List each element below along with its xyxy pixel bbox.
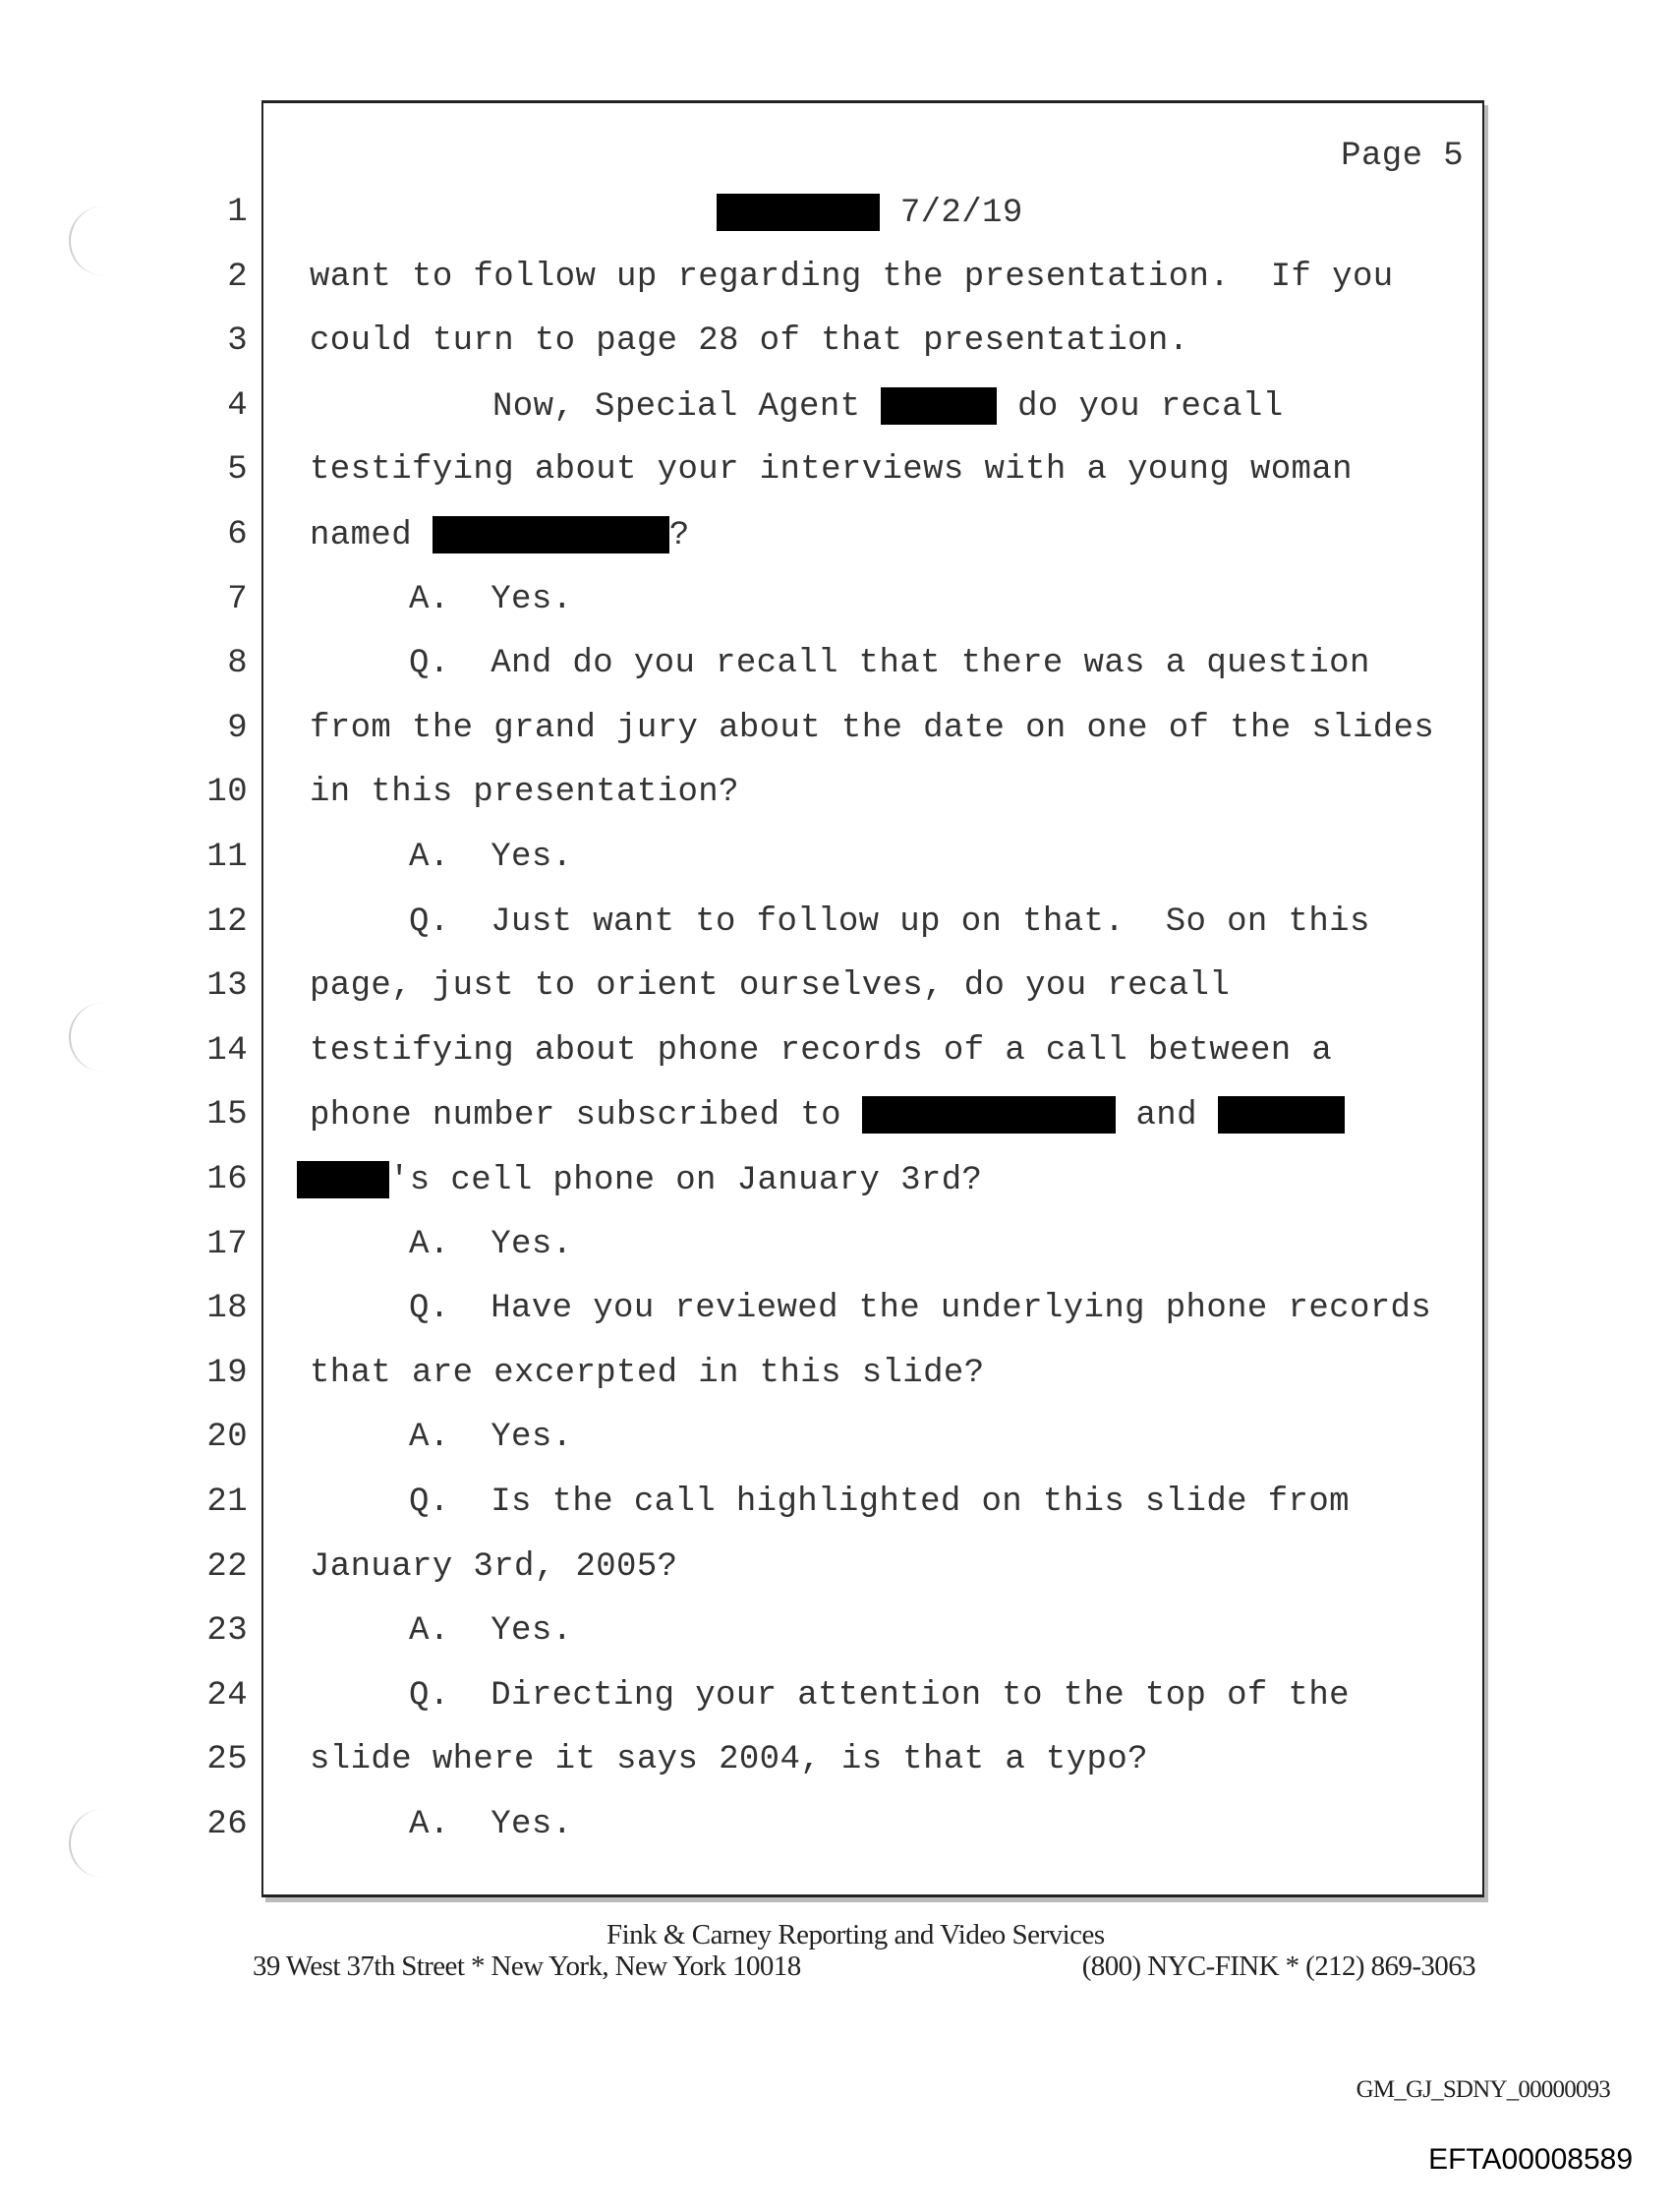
transcript-line: in this presentation? bbox=[310, 774, 739, 811]
line-text: January 3rd, 2005? bbox=[310, 1547, 678, 1586]
line-text: do you recall bbox=[997, 387, 1284, 426]
line-text: A. Yes. bbox=[409, 1612, 573, 1651]
line-text: in this presentation? bbox=[310, 774, 739, 812]
line-number: 18 bbox=[206, 1290, 248, 1328]
line-text: Q. Directing your attention to the top o… bbox=[409, 1676, 1350, 1715]
transcript-line: A. Yes. bbox=[409, 1612, 572, 1650]
line-number: 10 bbox=[206, 774, 248, 812]
transcript-line: testifying about phone records of a call… bbox=[310, 1032, 1332, 1070]
transcript-page-frame bbox=[261, 100, 1484, 1897]
line-number: 23 bbox=[206, 1612, 248, 1651]
transcript-line: Q. Just want to follow up on that. So on… bbox=[409, 903, 1370, 941]
line-number: 6 bbox=[227, 516, 248, 553]
transcript-line: could turn to page 28 of that presentati… bbox=[310, 322, 1189, 360]
transcript-line: Q. And do you recall that there was a qu… bbox=[409, 645, 1370, 682]
bates-number: GM_GJ_SDNY_00000093 bbox=[1356, 2076, 1611, 2103]
efta-number: EFTA00008589 bbox=[1428, 2143, 1633, 2176]
line-text: 's cell phone on January 3rd? bbox=[389, 1161, 983, 1199]
transcript-line: testifying about your interviews with a … bbox=[310, 451, 1353, 489]
line-number: 12 bbox=[206, 902, 248, 941]
line-text: Q. Have you reviewed the underlying phon… bbox=[409, 1290, 1432, 1328]
line-number: 2 bbox=[227, 258, 248, 296]
transcript-line: January 3rd, 2005? bbox=[310, 1548, 677, 1586]
footer-company: Fink & Carney Reporting and Video Servic… bbox=[606, 1919, 1105, 1950]
line-number: 22 bbox=[206, 1547, 248, 1586]
transcript-line: A. Yes. bbox=[409, 1806, 572, 1843]
line-text: Now, Special Agent bbox=[492, 387, 882, 426]
line-text: ? bbox=[668, 516, 690, 554]
line-text: phone number subscribed to bbox=[310, 1097, 862, 1135]
line-number: 16 bbox=[206, 1161, 248, 1198]
line-number: 7 bbox=[227, 580, 248, 618]
transcript-line: that are excerpted in this slide? bbox=[310, 1355, 985, 1392]
line-number: 15 bbox=[206, 1096, 248, 1135]
line-number: 13 bbox=[206, 967, 248, 1006]
line-text: slide where it says 2004, is that a typo… bbox=[310, 1741, 1148, 1779]
transcript-line: 's cell phone on January 3rd? bbox=[297, 1161, 982, 1199]
transcript-line: slide where it says 2004, is that a typo… bbox=[310, 1741, 1148, 1778]
redaction-block bbox=[297, 1161, 389, 1198]
line-text: page, just to orient ourselves, do you r… bbox=[310, 967, 1231, 1006]
transcript-line: Q. Directing your attention to the top o… bbox=[409, 1677, 1350, 1715]
redaction-block bbox=[861, 1096, 1116, 1135]
line-text: Q. And do you recall that there was a qu… bbox=[409, 645, 1370, 683]
transcript-line: A. Yes. bbox=[409, 581, 572, 618]
line-number: 20 bbox=[206, 1419, 248, 1457]
line-text: want to follow up regarding the presenta… bbox=[310, 258, 1394, 296]
redaction-block bbox=[1217, 1096, 1345, 1135]
line-number: 4 bbox=[227, 386, 248, 425]
line-number: 8 bbox=[227, 645, 248, 683]
footer-address: 39 West 37th Street * New York, New York… bbox=[253, 1950, 801, 1982]
line-number: 25 bbox=[206, 1741, 248, 1779]
transcript-line: Q. Have you reviewed the underlying phon… bbox=[409, 1290, 1431, 1327]
line-number: 3 bbox=[227, 322, 248, 361]
transcript-line: from the grand jury about the date on on… bbox=[310, 710, 1434, 747]
redaction-block bbox=[717, 194, 880, 231]
line-text: Q. Is the call highlighted on this slide… bbox=[409, 1484, 1350, 1521]
transcript-line: phone number subscribed to and bbox=[310, 1096, 1345, 1135]
transcript-line: 7/2/19 bbox=[717, 194, 1023, 232]
line-number: 1 bbox=[227, 194, 248, 231]
redaction-block bbox=[881, 386, 998, 425]
line-number: 21 bbox=[206, 1484, 248, 1521]
transcript-line: Q. Is the call highlighted on this slide… bbox=[409, 1484, 1350, 1521]
transcript-line: want to follow up regarding the presenta… bbox=[310, 259, 1394, 296]
footer-phone: (800) NYC-FINK * (212) 869-3063 bbox=[1081, 1950, 1476, 1982]
transcript-line: named ? bbox=[310, 516, 690, 554]
transcript-line: page, just to orient ourselves, do you r… bbox=[310, 967, 1230, 1005]
line-number: 24 bbox=[206, 1676, 248, 1715]
transcript-line: A. Yes. bbox=[409, 839, 572, 876]
line-number: 14 bbox=[206, 1031, 248, 1070]
punch-hole bbox=[69, 206, 110, 275]
line-number: 11 bbox=[206, 839, 248, 876]
line-text: testifying about your interviews with a … bbox=[310, 451, 1353, 490]
line-text: A. Yes. bbox=[409, 1419, 573, 1457]
line-text: Q. Just want to follow up on that. So on… bbox=[409, 902, 1370, 941]
line-text: A. Yes. bbox=[409, 1225, 573, 1263]
page-number: Page 5 bbox=[1341, 138, 1464, 175]
line-text: 7/2/19 bbox=[899, 194, 1023, 232]
redaction-block bbox=[432, 516, 669, 553]
line-number: 19 bbox=[206, 1354, 248, 1392]
line-number: 5 bbox=[227, 451, 248, 490]
line-number: 17 bbox=[206, 1225, 248, 1263]
transcript-line: Now, Special Agent do you recall bbox=[492, 386, 1284, 426]
line-number: 26 bbox=[206, 1806, 248, 1843]
line-text: that are excerpted in this slide? bbox=[310, 1354, 985, 1392]
line-text: A. Yes. bbox=[409, 580, 573, 618]
transcript-line: A. Yes. bbox=[409, 1226, 572, 1263]
line-text: and bbox=[1115, 1097, 1218, 1135]
punch-hole bbox=[69, 1809, 110, 1878]
transcript-line: A. Yes. bbox=[409, 1419, 572, 1456]
line-number: 9 bbox=[227, 709, 248, 747]
line-text: from the grand jury about the date on on… bbox=[310, 709, 1435, 747]
line-text: A. Yes. bbox=[409, 1806, 573, 1843]
line-text: named bbox=[310, 516, 433, 554]
punch-hole bbox=[69, 1003, 110, 1072]
line-text: testifying about phone records of a call… bbox=[310, 1031, 1333, 1070]
line-text: could turn to page 28 of that presentati… bbox=[310, 322, 1189, 361]
line-text: A. Yes. bbox=[409, 839, 573, 876]
